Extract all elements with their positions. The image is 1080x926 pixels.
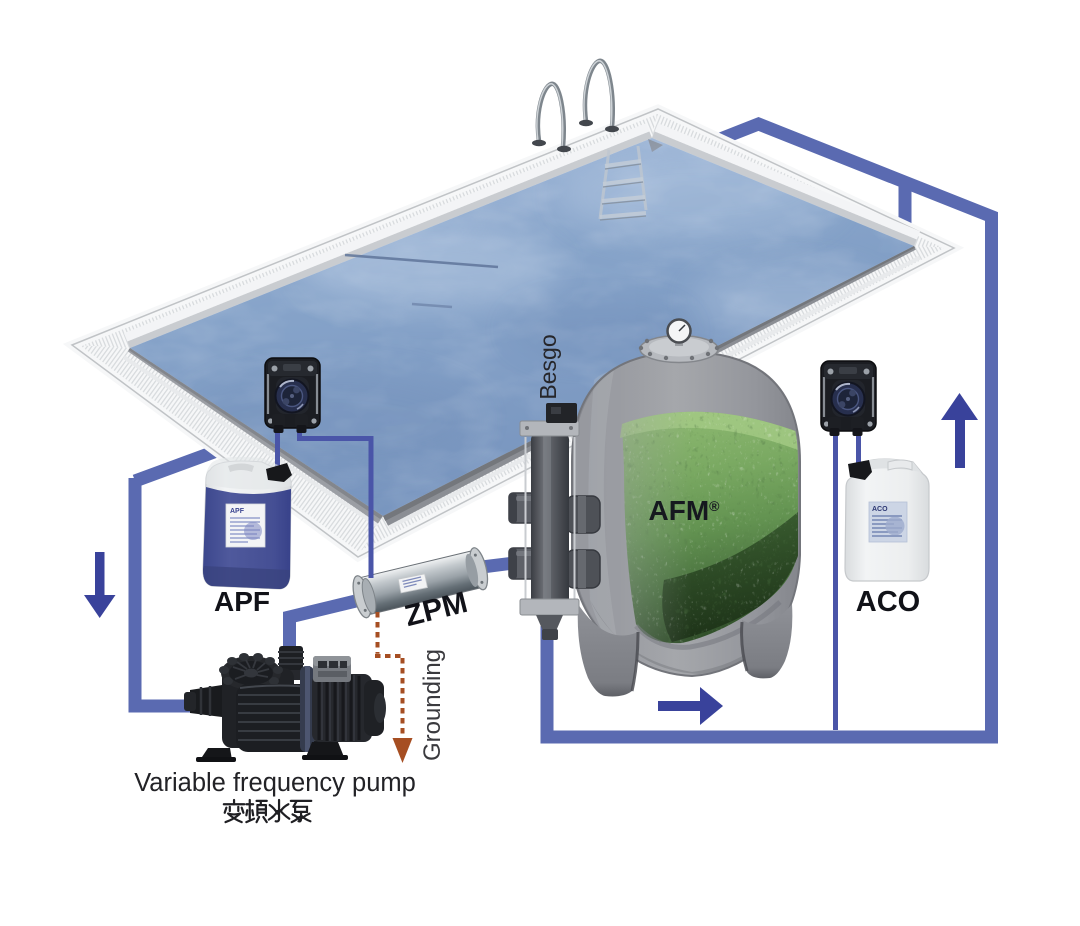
- svg-text:Variable frequency pump: Variable frequency pump: [134, 769, 416, 797]
- svg-text:AFM®: AFM®: [649, 495, 721, 526]
- svg-text:APF: APF: [214, 586, 270, 617]
- svg-text:Grounding: Grounding: [419, 649, 446, 761]
- svg-text:ACO: ACO: [856, 586, 920, 618]
- svg-text:APF: APF: [230, 508, 245, 515]
- svg-text:Besgo: Besgo: [535, 334, 561, 399]
- svg-text:ACO: ACO: [872, 506, 888, 513]
